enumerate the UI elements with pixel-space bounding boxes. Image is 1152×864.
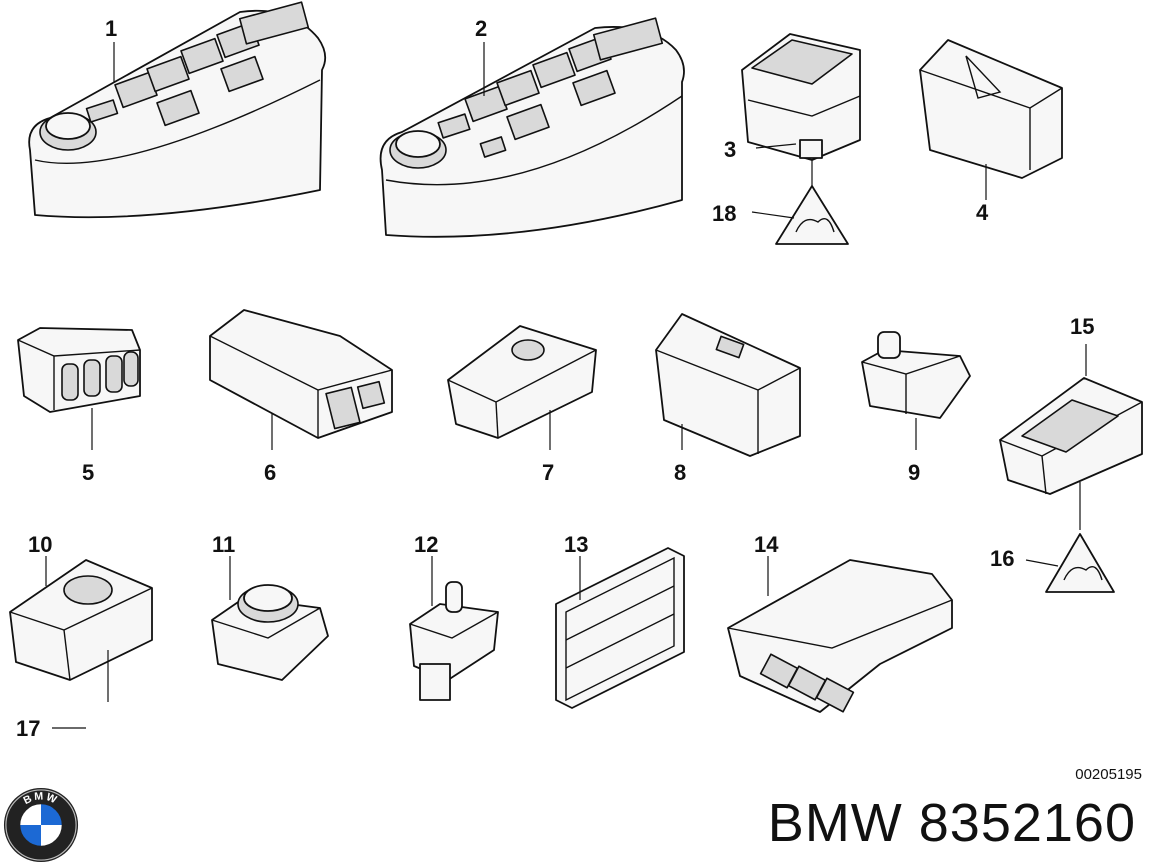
part-16-warning-label: [1025, 533, 1115, 593]
callout-2: 2: [475, 16, 487, 41]
callout-3: 3: [724, 137, 736, 162]
callout-labels: 1 2 3 4 5 6 7 8 9 10 11 12 13 14 15 16 1…: [16, 16, 1094, 741]
bmw-logo-letters: BMW: [22, 790, 59, 807]
part-number-title: BMW 8352160: [767, 793, 1136, 853]
callout-13: 13: [564, 532, 588, 557]
part-2-window-switch-panel: [379, 17, 685, 238]
callout-9: 9: [908, 460, 920, 485]
part-9-push-switch: [861, 331, 971, 450]
part-11-joystick-switch: [211, 556, 329, 681]
part-12-contact-switch: [409, 556, 499, 701]
part-8-switch: [655, 313, 801, 457]
callout-10: 10: [28, 532, 52, 557]
svg-text:BMW: BMW: [22, 790, 61, 807]
drawing-number: 00205195: [1075, 766, 1142, 783]
callout-12: 12: [414, 532, 438, 557]
warning-triangle-icon: [1045, 533, 1115, 593]
callout-6: 6: [264, 460, 276, 485]
part-10-switch: [9, 556, 153, 702]
callout-8: 8: [674, 460, 686, 485]
callout-11: 11: [212, 532, 235, 557]
callout-16: 16: [990, 546, 1014, 571]
bmw-logo-icon: BMW: [3, 787, 79, 863]
callout-14: 14: [754, 532, 779, 557]
part-7-switch: [447, 325, 597, 450]
callout-18: 18: [712, 201, 736, 226]
part-3-switch: [741, 33, 861, 161]
warning-triangle-icon: [775, 185, 849, 245]
callout-15: 15: [1070, 314, 1094, 339]
part-15-switch: [999, 344, 1143, 530]
part-14-switch-block: [727, 556, 953, 713]
part-1-window-switch-panel: [28, 1, 327, 219]
callout-5: 5: [82, 460, 94, 485]
part-13-cover-plate: [555, 547, 685, 709]
part-6-seat-heating-switch: [209, 309, 393, 450]
callout-7: 7: [542, 460, 554, 485]
callout-1: 1: [105, 16, 117, 41]
part-5-memory-switch: [17, 327, 141, 450]
part-18-warning-label: [751, 160, 849, 245]
callout-17: 17: [16, 716, 40, 741]
part-4-hazard-switch: [919, 39, 1063, 200]
callout-4: 4: [976, 200, 989, 225]
